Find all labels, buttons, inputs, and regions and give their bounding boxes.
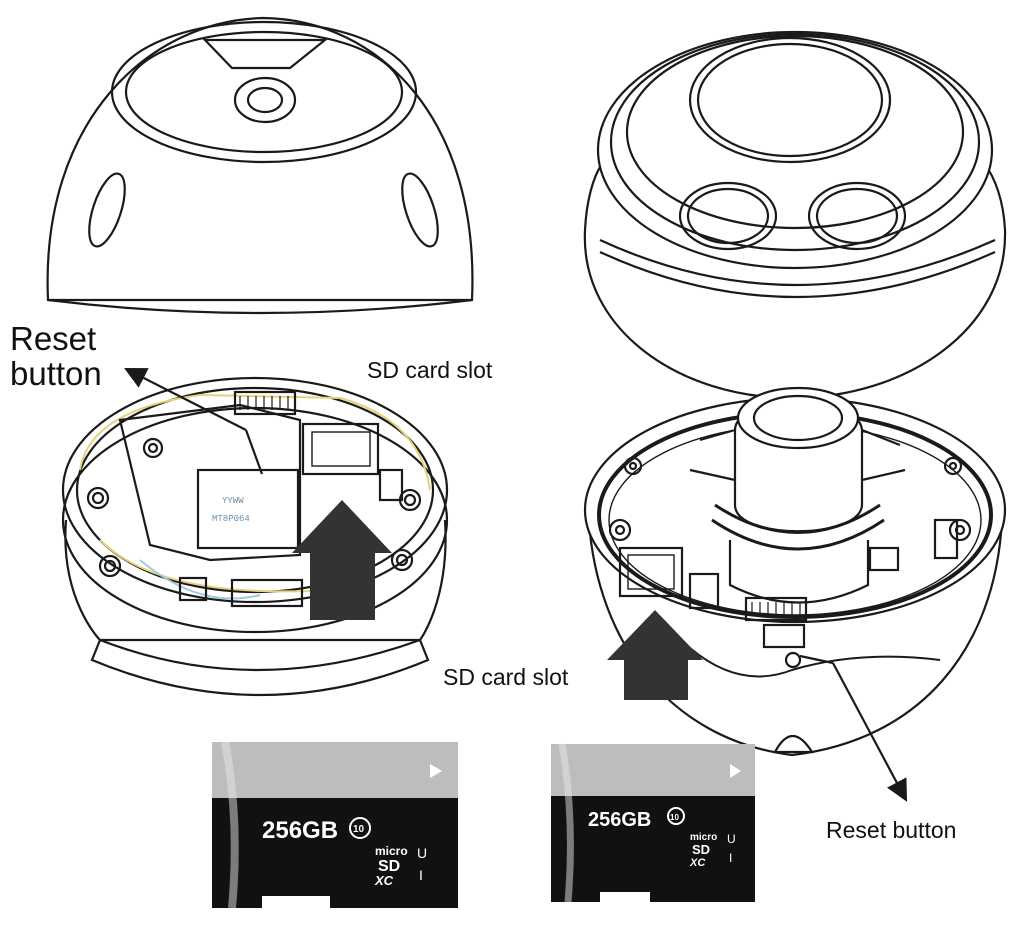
sd-insert-arrow-left — [292, 500, 392, 620]
card-insert-triangle-icon — [430, 764, 442, 778]
card-brand-line3-left: XC — [374, 873, 394, 888]
card-brand-line2-left: SD — [378, 858, 400, 875]
card-uhs-level-left: I — [419, 867, 423, 883]
left-camera-base: YYWW MT8P064 — [61, 376, 449, 697]
card-capacity-right: 256GB — [588, 809, 651, 831]
reset-button-label-right: Reset button — [826, 817, 957, 843]
reset-label-line2: button — [10, 354, 102, 392]
sd-card-slot-label-right: SD card slot — [443, 664, 569, 690]
reset-arrow-right — [832, 662, 908, 802]
reset-pointer-right — [799, 654, 834, 665]
sd-card-slot-label-left: SD card slot — [367, 357, 493, 383]
card-class-badge-right: 10 — [670, 813, 679, 822]
card-brand-line3-right: XC — [689, 857, 706, 869]
card-brand-line2-right: SD — [692, 842, 710, 857]
right-camera-base — [583, 386, 1007, 757]
right-dome-cover — [583, 30, 1007, 400]
card-uhs-level-right: I — [729, 851, 732, 865]
microsd-card-right: 256GB 10 micro SD XC U I — [551, 743, 755, 903]
reset-pointer-left — [244, 429, 264, 475]
left-dome-cover — [46, 16, 474, 315]
svg-text:YYWW: YYWW — [222, 496, 244, 506]
card-brand-line1-left: micro — [375, 844, 408, 858]
microsd-card-left: 256GB 10 micro SD XC U I — [212, 741, 458, 909]
reset-arrow-left — [124, 368, 247, 431]
card-insert-triangle-icon — [730, 764, 741, 778]
reset-button-label-left: Reset button — [10, 320, 102, 392]
card-brand-line1-right: micro — [690, 832, 717, 843]
card-uhs-mark-right: U — [727, 832, 736, 846]
card-capacity-left: 256GB — [262, 817, 338, 844]
card-uhs-mark-left: U — [417, 845, 427, 861]
sd-insert-arrow-right — [607, 610, 703, 700]
reset-label-line1: Reset — [10, 320, 97, 357]
svg-text:MT8P064: MT8P064 — [212, 514, 250, 524]
card-class-badge-left: 10 — [353, 824, 365, 835]
